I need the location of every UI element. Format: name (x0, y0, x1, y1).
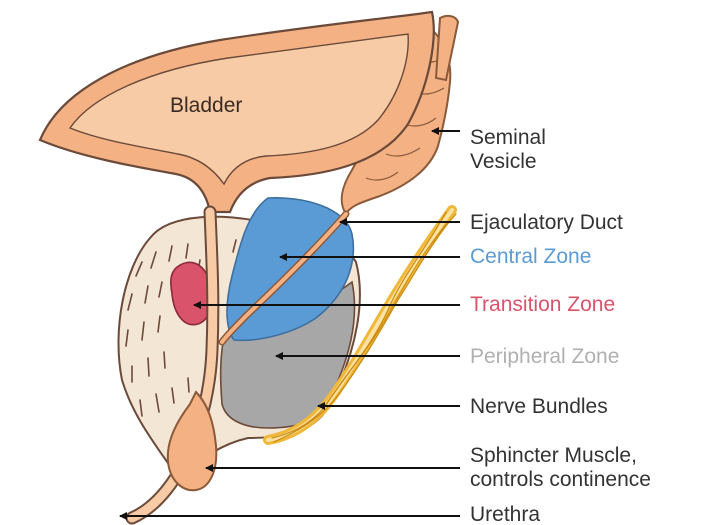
vas-deferens (436, 16, 458, 80)
peripheral-zone-label: Peripheral Zone (470, 345, 619, 369)
sphincter-label-line2: controls continence (470, 468, 651, 492)
seminal-vesicle-label: Seminal Vesicle (470, 126, 546, 174)
bladder-label: Bladder (170, 94, 242, 118)
central-zone-label: Central Zone (470, 245, 591, 269)
transition-zone-label: Transition Zone (470, 293, 615, 317)
seminal-vesicle-label-line1: Seminal (470, 126, 546, 150)
urethra-label: Urethra (470, 503, 540, 525)
nerve-bundles-label: Nerve Bundles (470, 395, 608, 419)
sphincter-label: Sphincter Muscle, controls continence (470, 444, 651, 492)
ejaculatory-duct-label: Ejaculatory Duct (470, 211, 623, 235)
seminal-vesicle-label-line2: Vesicle (470, 150, 546, 174)
sphincter-label-line1: Sphincter Muscle, (470, 444, 651, 468)
